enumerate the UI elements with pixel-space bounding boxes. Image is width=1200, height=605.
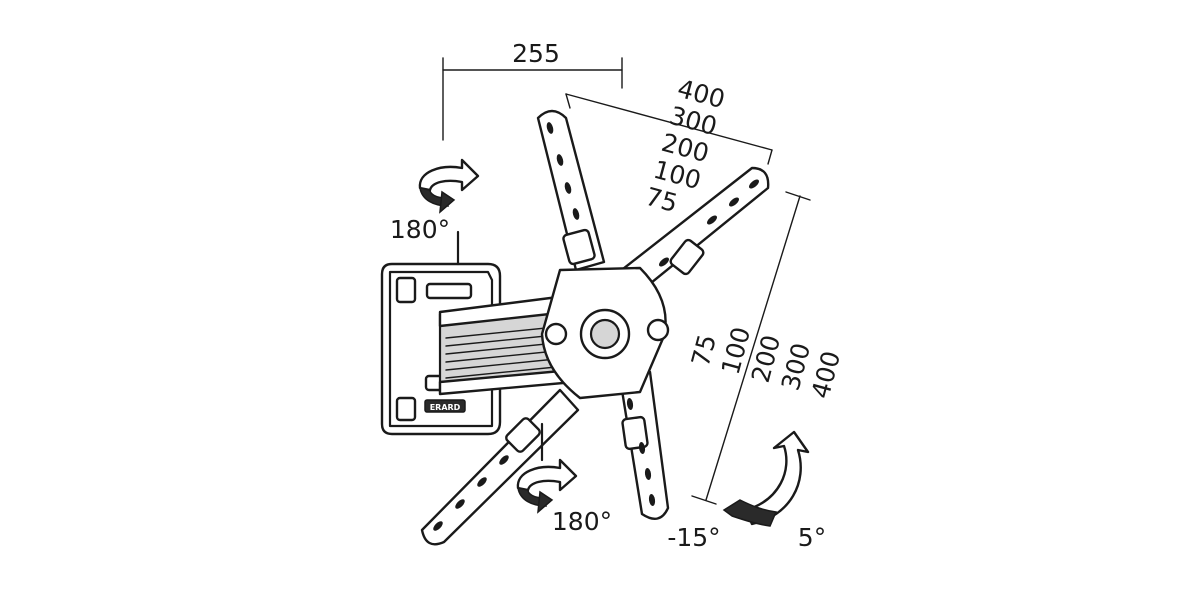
dimension-horizontal-vesa: 400 300 200 100 75: [565, 74, 773, 218]
tilt-up-angle: 5°: [798, 523, 826, 552]
center-hole: [589, 318, 621, 350]
tilt-up-arrow-icon: [744, 430, 810, 526]
rotate-arrow-icon: [418, 158, 480, 214]
clamp-lower-right: [621, 415, 649, 451]
plate-swivel-angle: 180°: [552, 507, 612, 536]
rotation-tilt: -15° 5°: [667, 430, 826, 552]
vesa-cross-plate: [420, 109, 770, 546]
tilt-down-arrow-icon: [722, 499, 778, 527]
dimension-255-label: 255: [512, 39, 560, 68]
clamp-upper-right: [669, 238, 705, 276]
cross-arm-upper-right: [612, 166, 770, 302]
clamp-lower-left: [505, 417, 541, 453]
rotate-arrow-icon: [516, 458, 578, 514]
wall-plate-slot-top: [425, 282, 473, 300]
clamp-upper-left: [562, 228, 596, 266]
brand-badge: [424, 399, 466, 413]
rotation-plate-swivel: 180°: [516, 458, 612, 536]
brand-label: ERARD: [430, 403, 461, 412]
wall-swivel-angle: 180°: [390, 215, 450, 244]
mount-slots: [433, 122, 759, 531]
tilt-down-angle: -15°: [667, 523, 720, 552]
wall-plate-slot-bottom-left: [395, 396, 417, 422]
dimension-vertical-vesa: 75 100 200 300 400: [686, 191, 846, 505]
rotation-wall-swivel: 180°: [390, 158, 480, 244]
dimension-arm-extension: 255: [442, 39, 623, 141]
wall-plate-slot-top-left: [395, 276, 417, 304]
